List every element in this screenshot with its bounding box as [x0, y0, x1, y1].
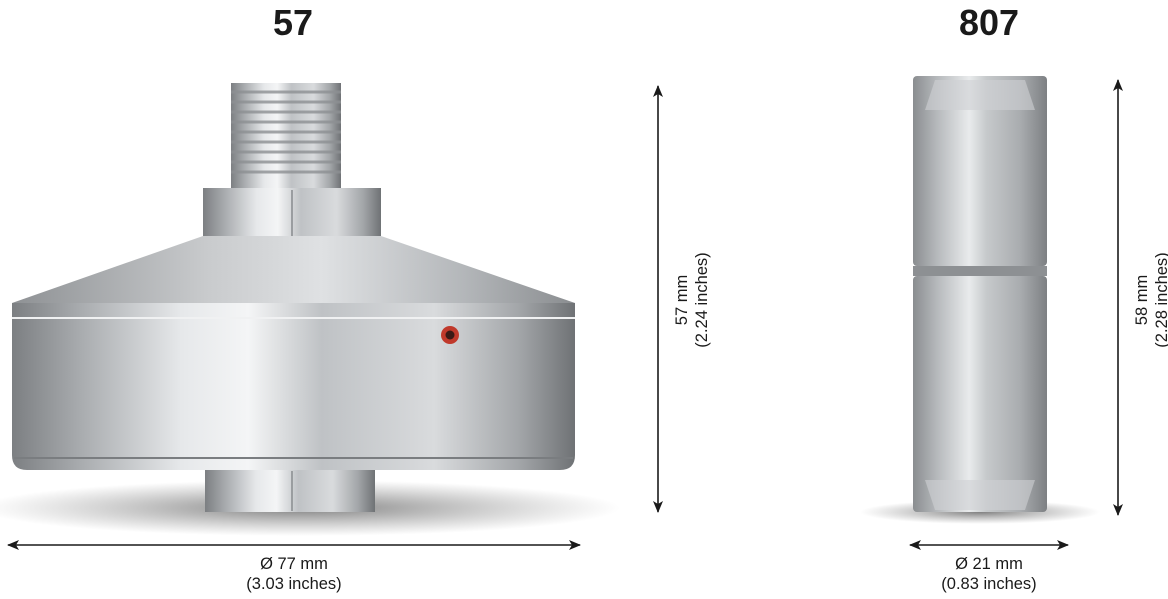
product-807-illustration: [860, 76, 1100, 524]
product-57-illustration: [0, 83, 620, 536]
height-label-57: 57 mm (2.24 inches): [672, 200, 712, 400]
diameter-metric-57: Ø 77 mm: [260, 555, 328, 573]
diameter-label-57: Ø 77 mm (3.03 inches): [194, 554, 394, 594]
diameter-imperial-807: (0.83 inches): [941, 575, 1037, 593]
diameter-metric-807: Ø 21 mm: [955, 555, 1023, 573]
product-title-807: 807: [958, 2, 1020, 43]
height-imperial-57: (2.24 inches): [693, 252, 711, 348]
product-title-57: 57: [272, 2, 314, 43]
height-label-807: 58 mm (2.28 inches): [1132, 200, 1168, 400]
diameter-imperial-57: (3.03 inches): [246, 575, 342, 593]
height-imperial-807: (2.28 inches): [1153, 252, 1168, 348]
diameter-label-807: Ø 21 mm (0.83 inches): [889, 554, 1089, 594]
height-metric-57: 57 mm: [673, 274, 691, 326]
height-metric-807: 58 mm: [1133, 274, 1151, 326]
